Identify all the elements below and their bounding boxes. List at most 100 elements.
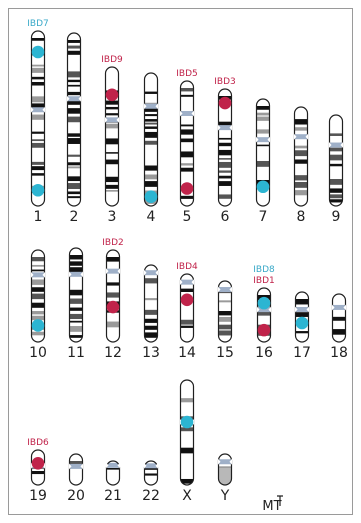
- band: [330, 194, 343, 198]
- band: [68, 80, 81, 82]
- band: [181, 398, 194, 402]
- chromosome-12: 12IBD2: [102, 238, 124, 361]
- chromosome-label: 10: [29, 345, 47, 361]
- band: [106, 190, 119, 192]
- band: [32, 96, 45, 102]
- band: [70, 308, 83, 311]
- locus-label: IBD1: [253, 276, 275, 286]
- band: [106, 177, 119, 182]
- band: [32, 257, 45, 261]
- band: [181, 168, 194, 172]
- karyotype-diagram: 1IBD723IBD945IBD56IBD3789101112IBD21314I…: [9, 9, 354, 516]
- chromosome-body: [107, 461, 120, 485]
- band: [70, 290, 83, 296]
- band: [68, 40, 81, 43]
- band: [219, 162, 232, 168]
- band: [145, 326, 158, 330]
- band: [32, 287, 45, 292]
- band: [68, 138, 81, 144]
- band: [181, 289, 194, 292]
- band: [219, 194, 232, 198]
- band: [107, 257, 120, 262]
- band: [219, 181, 232, 186]
- band: [181, 196, 194, 199]
- chromosome-4: 4: [144, 73, 158, 225]
- band: [32, 173, 45, 175]
- chromosome-7: 7: [256, 99, 270, 225]
- chromosome-17: 17: [293, 292, 311, 361]
- locus-marker-ibd4: [181, 294, 194, 307]
- locus-label: IBD8: [253, 265, 275, 275]
- band: [181, 320, 194, 325]
- chromosome-9: 9: [329, 115, 343, 225]
- band: [181, 163, 194, 165]
- band: [68, 71, 81, 77]
- band: [70, 267, 83, 272]
- chromosome-body: [145, 461, 158, 485]
- locus-label: IBD7: [27, 19, 49, 29]
- chromosome-label: X: [182, 488, 192, 504]
- band: [107, 322, 120, 328]
- chromosome-5: 5IBD5: [176, 69, 198, 225]
- band: [295, 182, 308, 188]
- chromosome-18: 18: [330, 294, 348, 361]
- band: [219, 317, 232, 322]
- locus-marker: [145, 190, 158, 203]
- locus-marker: [32, 319, 45, 332]
- band: [32, 38, 45, 41]
- chromosome-label: 7: [259, 209, 268, 225]
- band: [145, 114, 158, 116]
- chromosome-body: [70, 454, 83, 485]
- band: [32, 166, 45, 170]
- chromosome-label: 20: [67, 488, 85, 504]
- band: [181, 139, 194, 143]
- band: [68, 133, 81, 136]
- band: [296, 331, 309, 333]
- band: [145, 108, 158, 111]
- chromosome-3: 3IBD9: [101, 55, 123, 225]
- band: [32, 68, 45, 73]
- band: [68, 117, 81, 123]
- band: [106, 124, 119, 129]
- band: [219, 150, 232, 155]
- band: [145, 123, 158, 125]
- band: [295, 159, 308, 163]
- chromosome-label: 2: [70, 209, 79, 225]
- band: [257, 117, 270, 121]
- band: [257, 113, 270, 116]
- band: [296, 299, 309, 304]
- chromosome-label: Y: [220, 488, 230, 504]
- band: [32, 139, 45, 141]
- chromosome-label: 4: [147, 209, 156, 225]
- band: [32, 162, 45, 165]
- band: [32, 311, 45, 314]
- band: [32, 132, 45, 134]
- band: [70, 321, 83, 323]
- band: [181, 125, 194, 127]
- locus-marker: [257, 180, 270, 193]
- locus-label: IBD5: [176, 69, 198, 79]
- chromosome-label: 9: [332, 209, 341, 225]
- locus-marker-ibd1: [258, 324, 271, 337]
- band: [145, 119, 158, 122]
- locus-marker-ibd5: [181, 182, 194, 195]
- band: [145, 132, 158, 138]
- chromosome-13: 13: [142, 265, 160, 361]
- band: [68, 183, 81, 189]
- chromosome-body: [181, 380, 194, 485]
- band: [68, 162, 81, 165]
- locus-marker-ibd3: [219, 97, 232, 110]
- band: [330, 133, 343, 136]
- chromosome-1: 1IBD7: [27, 19, 49, 225]
- locus-marker-ibd7: [32, 46, 45, 59]
- chromosome-19: 19IBD6: [27, 438, 49, 504]
- band: [68, 176, 81, 181]
- band: [32, 270, 45, 272]
- chromosome-label: 16: [255, 345, 273, 361]
- band: [32, 332, 45, 336]
- band: [181, 129, 194, 134]
- locus-label: IBD6: [27, 438, 49, 448]
- band: [32, 294, 45, 300]
- chromosome-11: 11: [67, 248, 85, 361]
